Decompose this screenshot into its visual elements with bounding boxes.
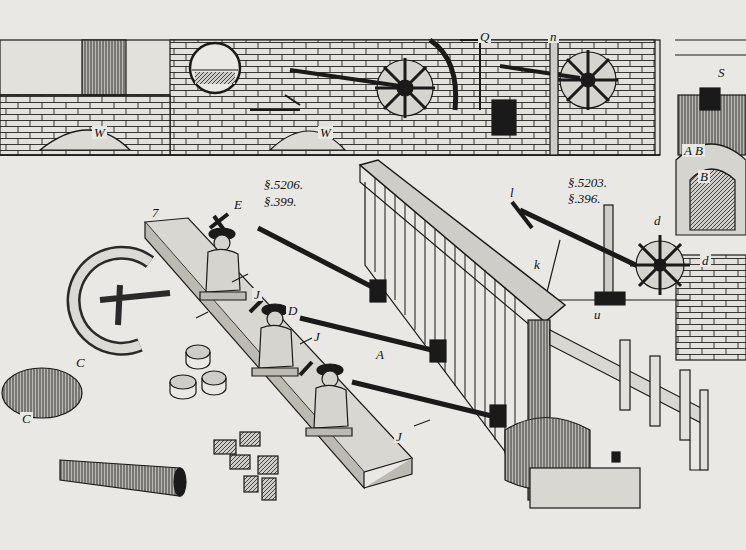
callout-label: §.5203. — [566, 176, 609, 189]
callout-label: W — [318, 126, 333, 139]
callout-label: §.399. — [262, 195, 299, 208]
callout-label: B — [698, 170, 710, 183]
callout-label: C — [74, 356, 87, 369]
callout-label: d — [652, 214, 663, 227]
callout-label: u — [592, 308, 603, 321]
callout-label: J — [252, 288, 262, 301]
callout-label: d — [700, 254, 711, 267]
callout-label: k — [532, 258, 542, 271]
callout-label: S — [716, 66, 727, 79]
callout-label: A B — [682, 144, 705, 157]
callout-label: §.5206. — [262, 178, 305, 191]
callout-label: J — [312, 330, 322, 343]
callout-label: Q — [478, 30, 491, 43]
callout-label: W — [92, 126, 107, 139]
callout-label: C — [20, 412, 33, 425]
callout-label: l — [508, 186, 516, 199]
callout-label: §.396. — [566, 192, 603, 205]
callout-label: D — [286, 304, 299, 317]
callout-label: 7 — [150, 206, 161, 219]
callout-label: E — [232, 198, 244, 211]
callout-label: A — [374, 348, 386, 361]
callout-label: n — [548, 30, 559, 43]
callout-label: J — [394, 430, 404, 443]
